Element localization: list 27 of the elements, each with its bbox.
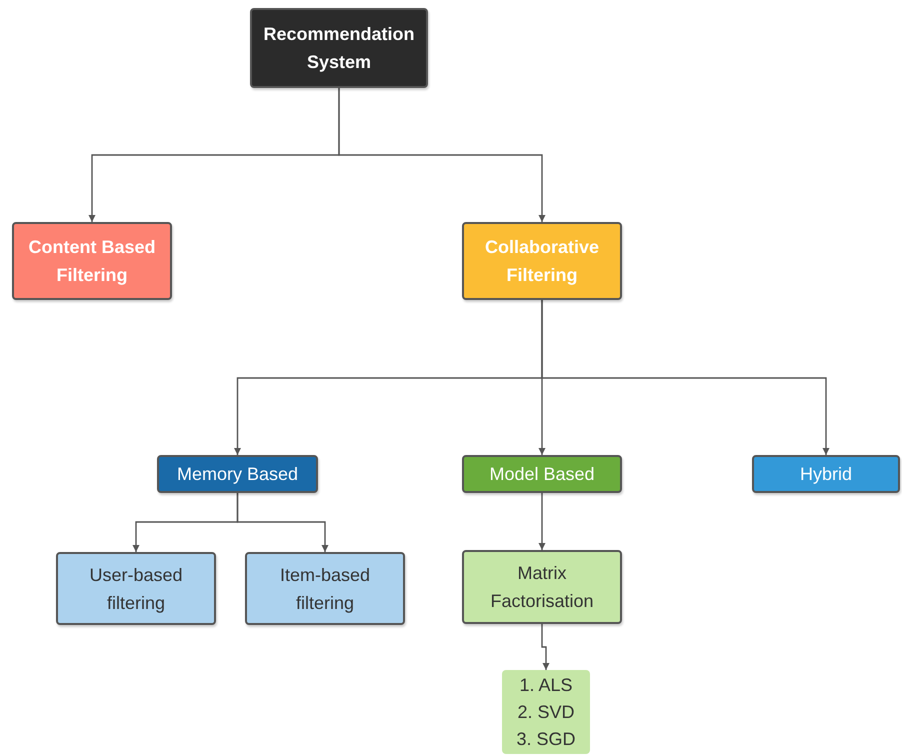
connector-arrow — [541, 300, 830, 455]
technique-box — [245, 552, 405, 625]
connector-arrow — [541, 624, 550, 670]
node-label: Collaborative Filtering — [484, 236, 600, 287]
node-label: 1. ALS — [518, 674, 574, 696]
title-box — [250, 8, 428, 88]
connector-arrow — [338, 88, 546, 222]
node-label: Item-based filtering — [278, 564, 372, 615]
node-label: Matrix Factorisation — [489, 562, 595, 613]
method-box — [752, 455, 900, 493]
connector-arrow — [236, 493, 328, 552]
node-label: Recommendation System — [262, 23, 416, 74]
category-box — [462, 222, 622, 300]
technique-box — [56, 552, 216, 625]
technique-box — [462, 550, 622, 624]
node-label: Hybrid — [798, 463, 853, 486]
node-label: 3. SGD — [515, 728, 577, 750]
connector-arrow — [538, 493, 546, 550]
node-label: Memory Based — [176, 463, 300, 486]
category-box — [12, 222, 172, 300]
node-label: User-based filtering — [88, 564, 184, 615]
node-label: 2. SVD — [516, 700, 576, 724]
list-box — [502, 670, 590, 754]
node-label: Model Based — [488, 463, 596, 486]
method-box — [462, 455, 622, 493]
node-label: Content Based Filtering — [27, 236, 156, 287]
method-box — [157, 455, 318, 493]
